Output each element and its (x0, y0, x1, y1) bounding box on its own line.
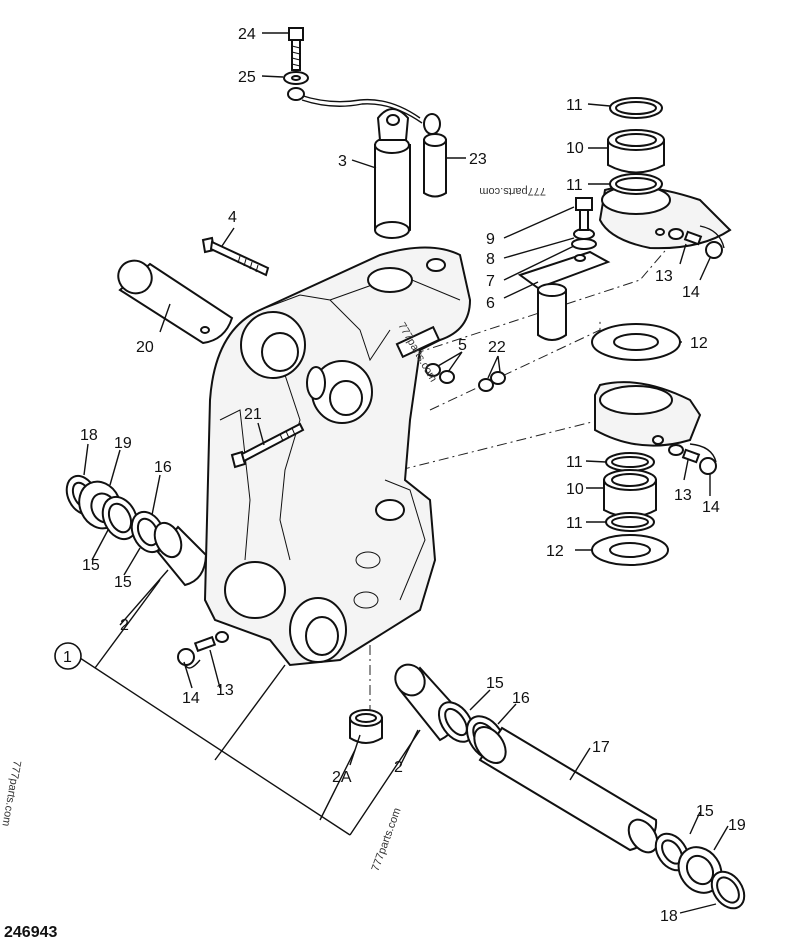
bushing-10-top (607, 129, 665, 174)
callout-15-lower-a: 15 (486, 675, 504, 692)
callout-17: 17 (592, 739, 610, 756)
callout-11-mid: 11 (566, 177, 583, 194)
callout-14-left: 14 (182, 690, 200, 707)
callout-14-right: 14 (702, 499, 720, 516)
callout-14-upper: 14 (682, 284, 700, 301)
upper-housing (598, 185, 732, 250)
callout-13-left: 13 (216, 682, 234, 699)
callout-18-left: 18 (80, 427, 98, 444)
callout-15-lower-b: 15 (696, 803, 714, 820)
ring-11-top (609, 97, 663, 119)
circlip-18-lower (710, 870, 746, 910)
callout-12-upper: 12 (690, 335, 708, 352)
lower-housing (594, 381, 702, 447)
diagram-ref-number: 246943 (4, 924, 57, 941)
swing-frame (203, 246, 472, 667)
ring-11-mid (609, 173, 663, 195)
callout-11-lower-a: 11 (566, 454, 583, 471)
locking-plate-6 (517, 250, 611, 341)
callout-6: 6 (486, 295, 495, 312)
callout-21: 21 (244, 406, 262, 423)
leader-lines (83, 32, 729, 914)
callout-25: 25 (238, 69, 256, 86)
callout-8: 8 (486, 251, 495, 268)
grease-fitting-upper (668, 225, 725, 259)
ring-11-lower-a (605, 452, 655, 472)
callout-19-left: 19 (114, 435, 132, 452)
collar-19-lower (677, 846, 723, 894)
grease-fitting-left (177, 631, 229, 669)
callout-16-left: 16 (154, 459, 172, 476)
callout-4: 4 (228, 209, 237, 226)
watermark-left: 777parts.com (0, 759, 23, 827)
bushing-2A (349, 709, 383, 744)
washers-7-8 (571, 228, 597, 250)
callout-12-lower: 12 (546, 543, 564, 560)
callout-16-lower: 16 (512, 690, 530, 707)
watermark-bottom: 777parts.com (370, 806, 404, 873)
callout-15-left-b: 15 (114, 574, 132, 591)
bushing-2-left (153, 521, 208, 587)
nuts-22 (478, 371, 506, 392)
pin-23 (423, 113, 447, 198)
callout-3: 3 (338, 153, 347, 170)
callout-5: 5 (458, 337, 467, 354)
callout-22: 22 (488, 339, 506, 356)
callout-labels: 1 24 25 3 23 4 20 21 5 22 11 10 11 9 8 7… (63, 26, 746, 925)
callout-19-lower: 19 (728, 817, 746, 834)
bolt-9 (575, 197, 593, 231)
callout-15-left-a: 15 (82, 557, 100, 574)
washer-12-lower (591, 534, 669, 566)
callout-2A: 2A (332, 769, 352, 786)
assembly-bracket-lines (79, 579, 421, 836)
callout-2-left: 2 (120, 617, 129, 634)
callout-9: 9 (486, 231, 495, 248)
callout-13-upper: 13 (655, 268, 673, 285)
callout-18-lower: 18 (660, 908, 678, 925)
grease-fitting-lower (668, 443, 717, 475)
bushing-10-lower (603, 469, 657, 518)
bolt-24 (288, 27, 304, 71)
callout-2-lower: 2 (394, 759, 403, 776)
washer-25 (283, 71, 309, 101)
callout-13-right: 13 (674, 487, 692, 504)
bolt-4 (201, 236, 270, 277)
washer-12-upper (591, 323, 681, 361)
ring-11-lower-b (605, 512, 655, 532)
callout-24: 24 (238, 26, 256, 43)
callout-11-top: 11 (566, 97, 583, 114)
bolt-21 (230, 366, 326, 469)
pin-20 (117, 259, 234, 345)
lanyard-cable (299, 94, 423, 124)
callout-20: 20 (136, 339, 154, 356)
pin-3 (374, 108, 411, 239)
callout-1-circle (54, 642, 82, 670)
callout-23: 23 (469, 151, 487, 168)
seal-15-left-a (101, 495, 139, 541)
nuts-5 (425, 363, 455, 384)
callout-10-top: 10 (566, 140, 584, 157)
callout-7: 7 (486, 273, 495, 290)
callout-10-lower: 10 (566, 481, 584, 498)
callout-11-lower-b: 11 (566, 515, 583, 532)
watermark-upper: 777parts.com (479, 185, 546, 197)
callout-1: 1 (63, 649, 72, 666)
pin-17 (473, 725, 659, 854)
